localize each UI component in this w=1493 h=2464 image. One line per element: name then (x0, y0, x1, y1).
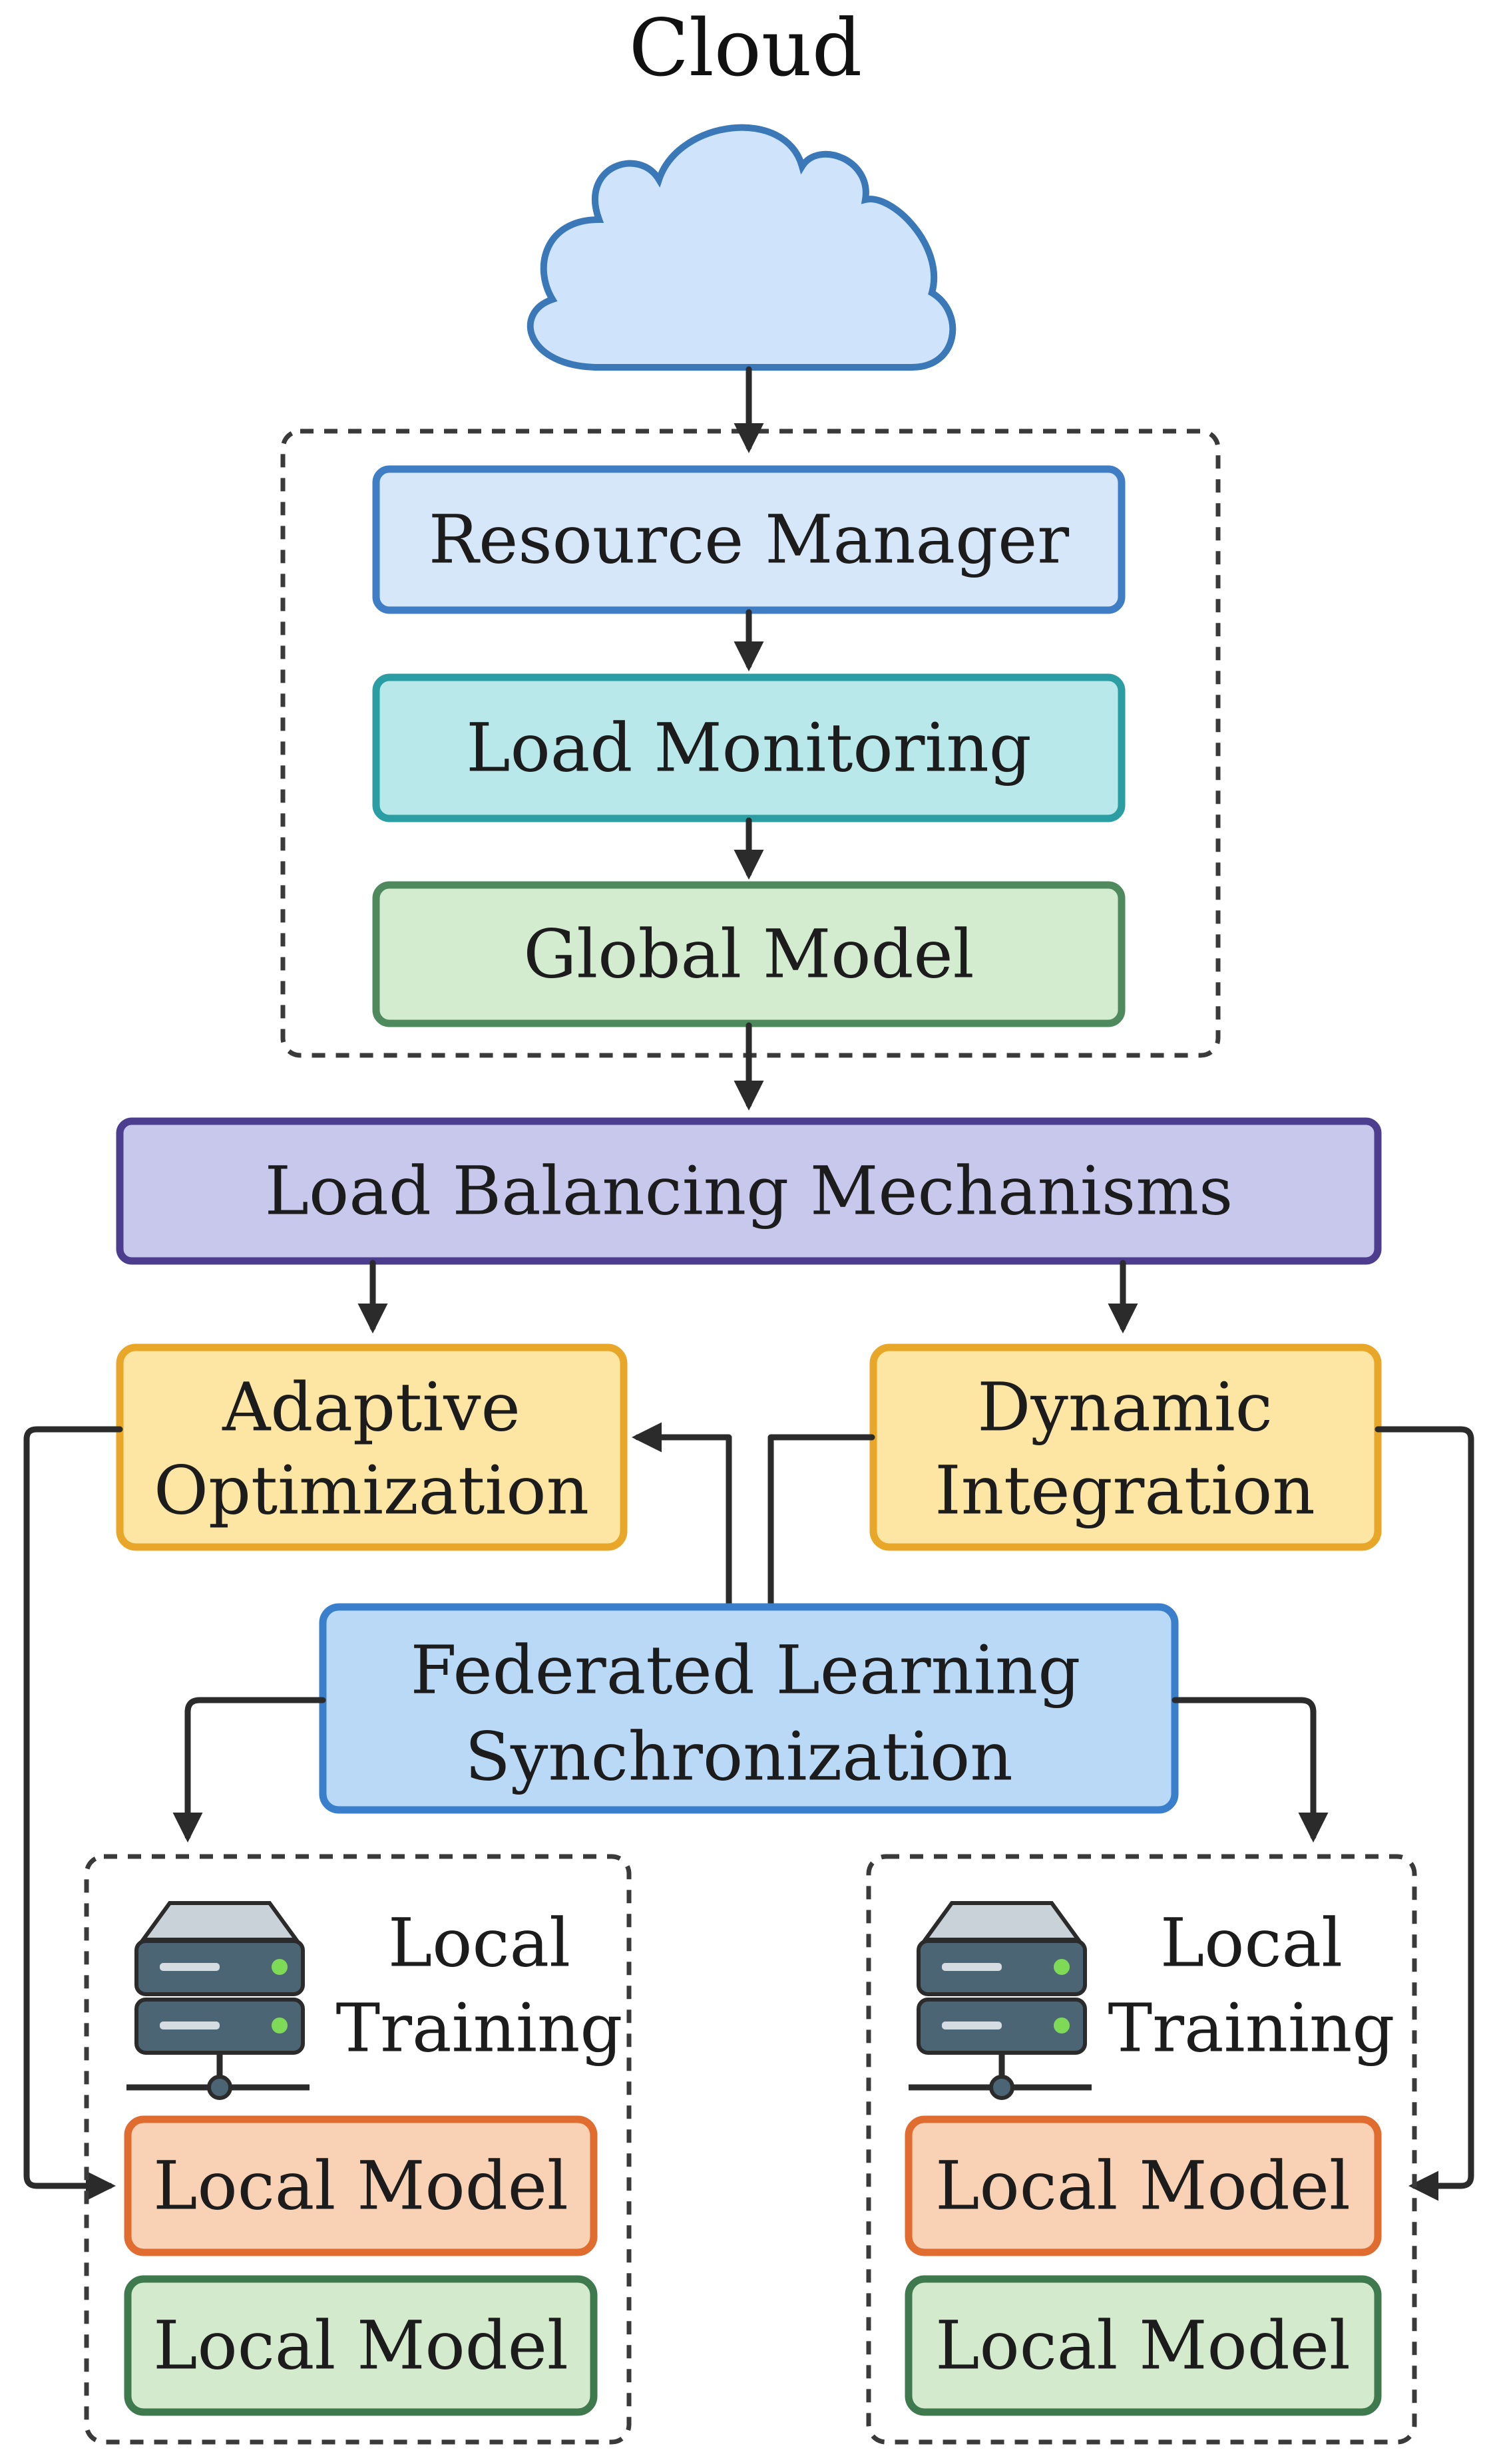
dynamic-label-line1: Dynamic (977, 1369, 1273, 1447)
dynamic-label-line2: Integration (935, 1452, 1315, 1530)
right-local-model-b: Local Model (905, 2275, 1382, 2416)
load-monitoring-label: Load Monitoring (466, 709, 1032, 787)
dynamic-integration-node: Dynamic Integration (869, 1343, 1382, 1551)
right-local-model-b-label: Local Model (935, 2307, 1351, 2385)
load-monitoring-node: Load Monitoring (372, 673, 1126, 822)
adaptive-optimization-node: Adaptive Optimization (116, 1343, 628, 1551)
cloud-icon (527, 124, 957, 371)
diagram-title: Cloud (629, 2, 863, 94)
arrow-federated-to-right-cluster (1172, 1697, 1329, 1843)
load-balancing-node: Load Balancing Mechanisms (116, 1117, 1382, 1265)
right-training-label-line2: Training (1108, 1990, 1395, 2067)
federated-sync-node: Federated Learning Synchronization (319, 1603, 1179, 1814)
left-training-label-line1: Local (388, 1904, 570, 1982)
left-training-label-line2: Training (336, 1990, 623, 2067)
federated-label-line2: Synchronization (465, 1718, 1012, 1796)
server-icon (126, 1901, 310, 2100)
arrow-dynamic-to-right-local-model (1375, 1426, 1474, 2201)
right-local-model-a: Local Model (905, 2115, 1382, 2256)
arrow-federated-to-adaptive (632, 1422, 732, 1610)
connector-dynamic-to-federated (767, 1434, 875, 1610)
left-local-cluster (84, 1854, 632, 2445)
arrow-adaptive-to-left-local-model (23, 1426, 123, 2201)
server-icon (909, 1901, 1092, 2100)
adaptive-label-line1: Adaptive (222, 1369, 521, 1447)
left-local-model-a: Local Model (124, 2115, 598, 2256)
left-local-model-b-label: Local Model (153, 2307, 568, 2385)
right-local-cluster (866, 1854, 1417, 2445)
federated-label-line1: Federated Learning (411, 1632, 1081, 1709)
resource-manager-node: Resource Manager (372, 465, 1126, 614)
adaptive-label-line2: Optimization (154, 1452, 589, 1530)
left-local-model-b: Local Model (124, 2275, 598, 2416)
left-local-model-a-label: Local Model (153, 2147, 568, 2225)
load-balancing-label: Load Balancing Mechanisms (265, 1152, 1233, 1230)
resource-manager-label: Resource Manager (429, 501, 1069, 579)
global-model-label: Global Model (523, 916, 974, 993)
right-local-model-a-label: Local Model (935, 2147, 1351, 2225)
arrow-federated-to-left-cluster (172, 1697, 326, 1843)
right-training-label-line1: Local (1160, 1904, 1343, 1982)
global-model-node: Global Model (372, 881, 1126, 1027)
